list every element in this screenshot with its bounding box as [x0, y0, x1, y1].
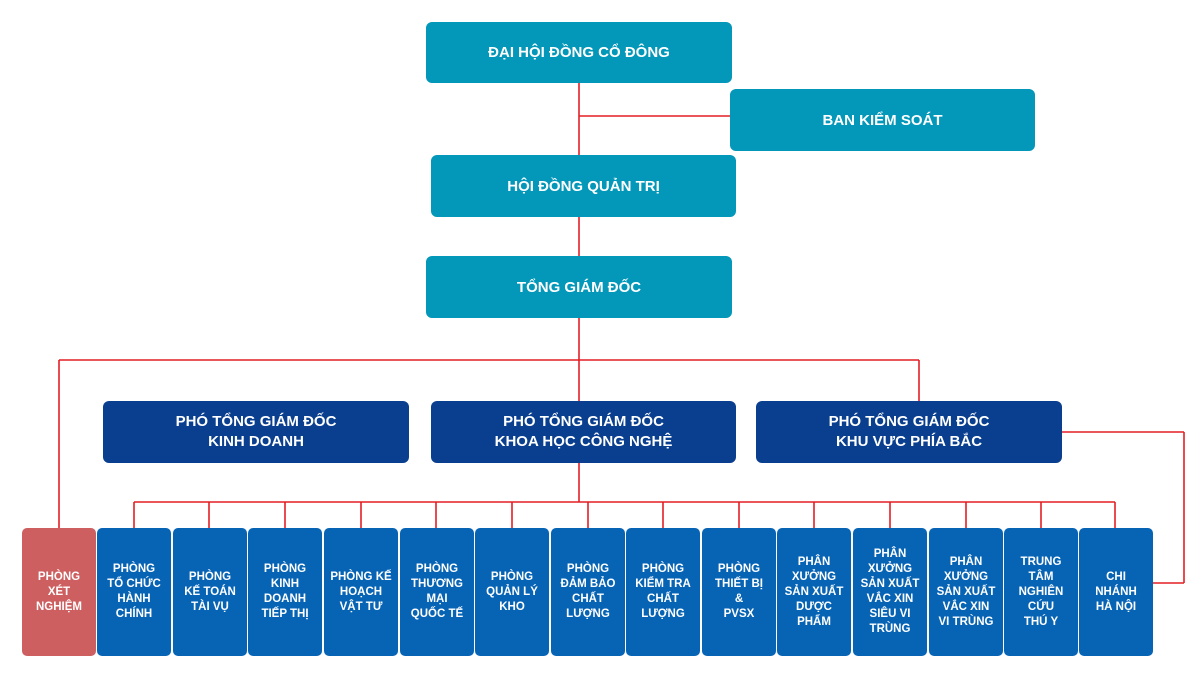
dept-warehouse-box: PHÒNG QUẢN LÝ KHO: [475, 528, 549, 656]
dept-label: PHÒNG KẾ HOẠCH VẬT TƯ: [330, 570, 392, 613]
dept-label: PHÂN XƯỞNG SẢN XUẤT VẮC XIN SIÊU VI TRÙN…: [860, 548, 920, 635]
dept-label: PHÂN XƯỞNG SẢN XUẤT DƯỢC PHẨM: [784, 555, 844, 628]
supervisory-board-box: BAN KIỂM SOÁT: [730, 89, 1035, 151]
shareholders-meeting-box: ĐẠI HỘI ĐỒNG CỔ ĐÔNG: [426, 22, 732, 83]
dept-international-trade-box: PHÒNG THƯƠNG MẠI QUỐC TẾ: [400, 528, 474, 656]
dept-viral-vaccine-workshop-box: PHÂN XƯỞNG SẢN XUẤT VẮC XIN SIÊU VI TRÙN…: [853, 528, 927, 656]
dept-sales-marketing-box: PHÒNG KINH DOANH TIẾP THỊ: [248, 528, 322, 656]
vp-science-tech-box: PHÓ TỔNG GIÁM ĐỐC KHOA HỌC CÔNG NGHỆ: [431, 401, 736, 463]
dept-label: PHÂN XƯỞNG SẢN XUẤT VẮC XIN VI TRÙNG: [936, 555, 996, 628]
board-of-directors-label: HỘI ĐỒNG QUẢN TRỊ: [507, 177, 660, 195]
vp-northern-region-box: PHÓ TỔNG GIÁM ĐỐC KHU VỰC PHÍA BẮC: [756, 401, 1062, 463]
supervisory-board-label: BAN KIỂM SOÁT: [822, 111, 943, 129]
dept-label: PHÒNG THƯƠNG MẠI QUỐC TẾ: [410, 563, 464, 620]
dept-accounting-box: PHÒNG KẾ TOÁN TÀI VỤ: [173, 528, 247, 656]
dept-label: PHÒNG KIỂM TRA CHẤT LƯỢNG: [635, 563, 691, 620]
vp-business-label: PHÓ TỔNG GIÁM ĐỐC KINH DOANH: [175, 413, 337, 450]
dept-pharma-workshop-box: PHÂN XƯỞNG SẢN XUẤT DƯỢC PHẨM: [777, 528, 851, 656]
dept-label: PHÒNG QUẢN LÝ KHO: [486, 570, 538, 613]
dept-planning-supplies-box: PHÒNG KẾ HOẠCH VẬT TƯ: [324, 528, 398, 656]
dept-label: PHÒNG KẾ TOÁN TÀI VỤ: [184, 570, 236, 613]
shareholders-meeting-label: ĐẠI HỘI ĐỒNG CỔ ĐÔNG: [488, 44, 670, 61]
dept-veterinary-research-box: TRUNG TÂM NGHIÊN CỨU THÚ Y: [1004, 528, 1078, 656]
dept-label: CHI NHÁNH HÀ NỘI: [1095, 570, 1137, 613]
dept-quality-control-box: PHÒNG KIỂM TRA CHẤT LƯỢNG: [626, 528, 700, 656]
dept-equipment-box: PHÒNG THIẾT BỊ & PVSX: [702, 528, 776, 656]
vp-science-tech-label: PHÓ TỔNG GIÁM ĐỐC KHOA HỌC CÔNG NGHỆ: [494, 413, 673, 450]
dept-admin-box: PHÒNG TỔ CHỨC HÀNH CHÍNH: [97, 528, 171, 656]
dept-label: PHÒNG KINH DOANH TIẾP THỊ: [261, 563, 309, 620]
board-of-directors-box: HỘI ĐỒNG QUẢN TRỊ: [431, 155, 736, 217]
general-director-label: TỔNG GIÁM ĐỐC: [516, 278, 642, 296]
dept-label: TRUNG TÂM NGHIÊN CỨU THÚ Y: [1018, 555, 1064, 628]
dept-lab-testing-box: PHÒNG XÉT NGHIỆM: [22, 528, 96, 656]
dept-bacterial-vaccine-workshop-box: PHÂN XƯỞNG SẢN XUẤT VẮC XIN VI TRÙNG: [929, 528, 1003, 656]
vp-northern-region-label: PHÓ TỔNG GIÁM ĐỐC KHU VỰC PHÍA BẮC: [828, 413, 990, 450]
dept-label: PHÒNG TỔ CHỨC HÀNH CHÍNH: [107, 563, 161, 620]
general-director-box: TỔNG GIÁM ĐỐC: [426, 256, 732, 318]
dept-label: PHÒNG XÉT NGHIỆM: [36, 570, 82, 613]
dept-label: PHÒNG ĐẢM BẢO CHẤT LƯỢNG: [560, 563, 616, 620]
dept-hanoi-branch-box: CHI NHÁNH HÀ NỘI: [1079, 528, 1153, 656]
dept-quality-assurance-box: PHÒNG ĐẢM BẢO CHẤT LƯỢNG: [551, 528, 625, 656]
dept-label: PHÒNG THIẾT BỊ & PVSX: [715, 563, 763, 620]
vp-business-box: PHÓ TỔNG GIÁM ĐỐC KINH DOANH: [103, 401, 409, 463]
